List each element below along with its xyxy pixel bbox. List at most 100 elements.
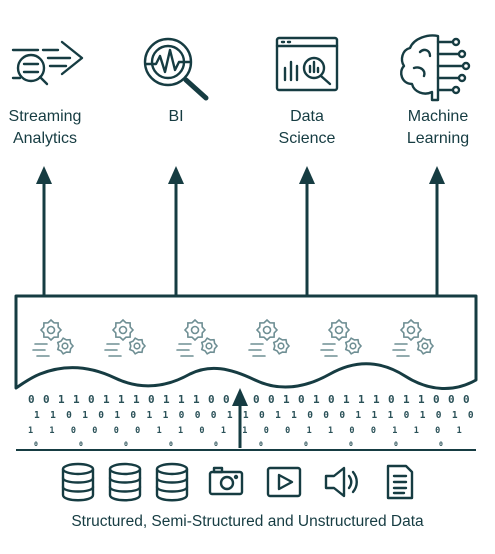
binary-digit: 1 (133, 393, 140, 406)
binary-digit: 1 (50, 410, 56, 421)
binary-digit: 0 (307, 410, 313, 421)
binary-digit: 0 (195, 410, 201, 421)
streaming-analytics-icon (11, 40, 84, 86)
binary-digit: 1 (372, 410, 378, 421)
bi-magnifier-icon (143, 37, 209, 101)
binary-digit: 1 (328, 426, 333, 436)
binary-digit: 1 (103, 393, 110, 406)
binary-digit: 0 (124, 440, 128, 448)
binary-digit: 0 (114, 426, 119, 436)
binary-digit: 0 (468, 410, 474, 421)
binary-digit: 0 (435, 426, 440, 436)
arrow-up-streaming (36, 166, 52, 296)
gear-process-icon (176, 318, 219, 357)
processing-icons (32, 318, 435, 357)
data-science-icon (275, 36, 339, 92)
binary-digit: 0 (71, 426, 76, 436)
arrow-up-bi (168, 166, 184, 296)
arrow-up-machine-learning (429, 166, 445, 296)
binary-digit: 1 (283, 393, 290, 406)
binary-digit: 0 (88, 393, 95, 406)
binary-digit: 0 (208, 393, 215, 406)
label-data-science: Data Science (247, 106, 367, 150)
binary-digit: 1 (457, 426, 462, 436)
binary-digit: 1 (275, 410, 281, 421)
binary-digit: 1 (114, 410, 120, 421)
label-streaming-analytics: Streaming Analytics (0, 106, 105, 150)
label-machine-learning: Machine Learning (378, 106, 495, 150)
audio-speaker-icon (324, 466, 358, 498)
binary-digit: 0 (339, 410, 345, 421)
binary-digit: 1 (414, 426, 419, 436)
video-play-icon (266, 466, 302, 498)
binary-digit: 1 (392, 426, 397, 436)
gear-process-icon (392, 318, 435, 357)
binary-digit: 0 (34, 440, 38, 448)
binary-digit: 1 (358, 393, 365, 406)
binary-digit: 1 (343, 393, 350, 406)
binary-digit: 1 (73, 393, 80, 406)
binary-digit: 1 (242, 426, 247, 436)
binary-digit: 1 (243, 410, 249, 421)
binary-digit: 1 (157, 426, 162, 436)
machine-learning-brain-icon (400, 34, 471, 102)
label-machine-learning-text: Machine Learning (406, 108, 470, 147)
binary-digit: 1 (452, 410, 458, 421)
binary-digit: 0 (259, 410, 265, 421)
binary-digit: 1 (178, 393, 185, 406)
binary-digit: 1 (403, 393, 410, 406)
binary-digit: 0 (264, 426, 269, 436)
binary-digit: 1 (307, 426, 312, 436)
binary-digit: 1 (420, 410, 426, 421)
label-bi-text: BI (168, 108, 184, 125)
binary-digit: 0 (328, 393, 335, 406)
binary-digit: 1 (118, 393, 125, 406)
binary-digit: 0 (169, 440, 173, 448)
binary-digit: 0 (259, 440, 263, 448)
binary-digit: 0 (43, 393, 50, 406)
camera-icon (208, 466, 244, 496)
database-icon (61, 462, 95, 502)
binary-digit: 1 (418, 393, 425, 406)
binary-digit: 0 (28, 393, 35, 406)
processing-layer (14, 294, 478, 391)
binary-digit: 0 (253, 393, 260, 406)
binary-digit: 1 (82, 410, 88, 421)
binary-digit: 1 (147, 410, 153, 421)
database-icon (108, 462, 142, 502)
binary-digit: 0 (66, 410, 72, 421)
binary-data-stream: 0011011101110010010101110110001101010110… (28, 393, 474, 448)
binary-digit: 0 (92, 426, 97, 436)
binary-digit: 1 (227, 410, 233, 421)
binary-digit: 1 (163, 410, 169, 421)
label-streaming-analytics-text: Streaming Analytics (8, 108, 82, 147)
binary-digit: 1 (355, 410, 361, 421)
binary-digit: 0 (135, 426, 140, 436)
binary-digit: 0 (404, 410, 410, 421)
binary-digit: 0 (323, 410, 329, 421)
binary-digit: 0 (214, 440, 218, 448)
binary-digit: 0 (285, 426, 290, 436)
binary-digit: 0 (439, 440, 443, 448)
binary-digit: 0 (433, 393, 440, 406)
binary-digit: 0 (463, 393, 470, 406)
binary-digit: 1 (193, 393, 200, 406)
binary-digit: 0 (179, 410, 185, 421)
footer-caption: Structured, Semi-Structured and Unstruct… (71, 513, 424, 530)
binary-digit: 0 (304, 440, 308, 448)
binary-digit: 0 (211, 410, 217, 421)
binary-digit: 0 (371, 426, 376, 436)
gear-process-icon (32, 318, 75, 357)
binary-digit: 0 (268, 393, 275, 406)
gear-process-icon (248, 318, 291, 357)
binary-digit: 0 (148, 393, 155, 406)
document-icon (386, 464, 414, 500)
binary-digit: 0 (199, 426, 204, 436)
binary-digit: 0 (388, 393, 395, 406)
binary-digit: 0 (130, 410, 136, 421)
binary-digit: 1 (28, 426, 33, 436)
binary-digit: 0 (79, 440, 83, 448)
binary-digit: 1 (313, 393, 320, 406)
binary-digit: 1 (49, 426, 54, 436)
